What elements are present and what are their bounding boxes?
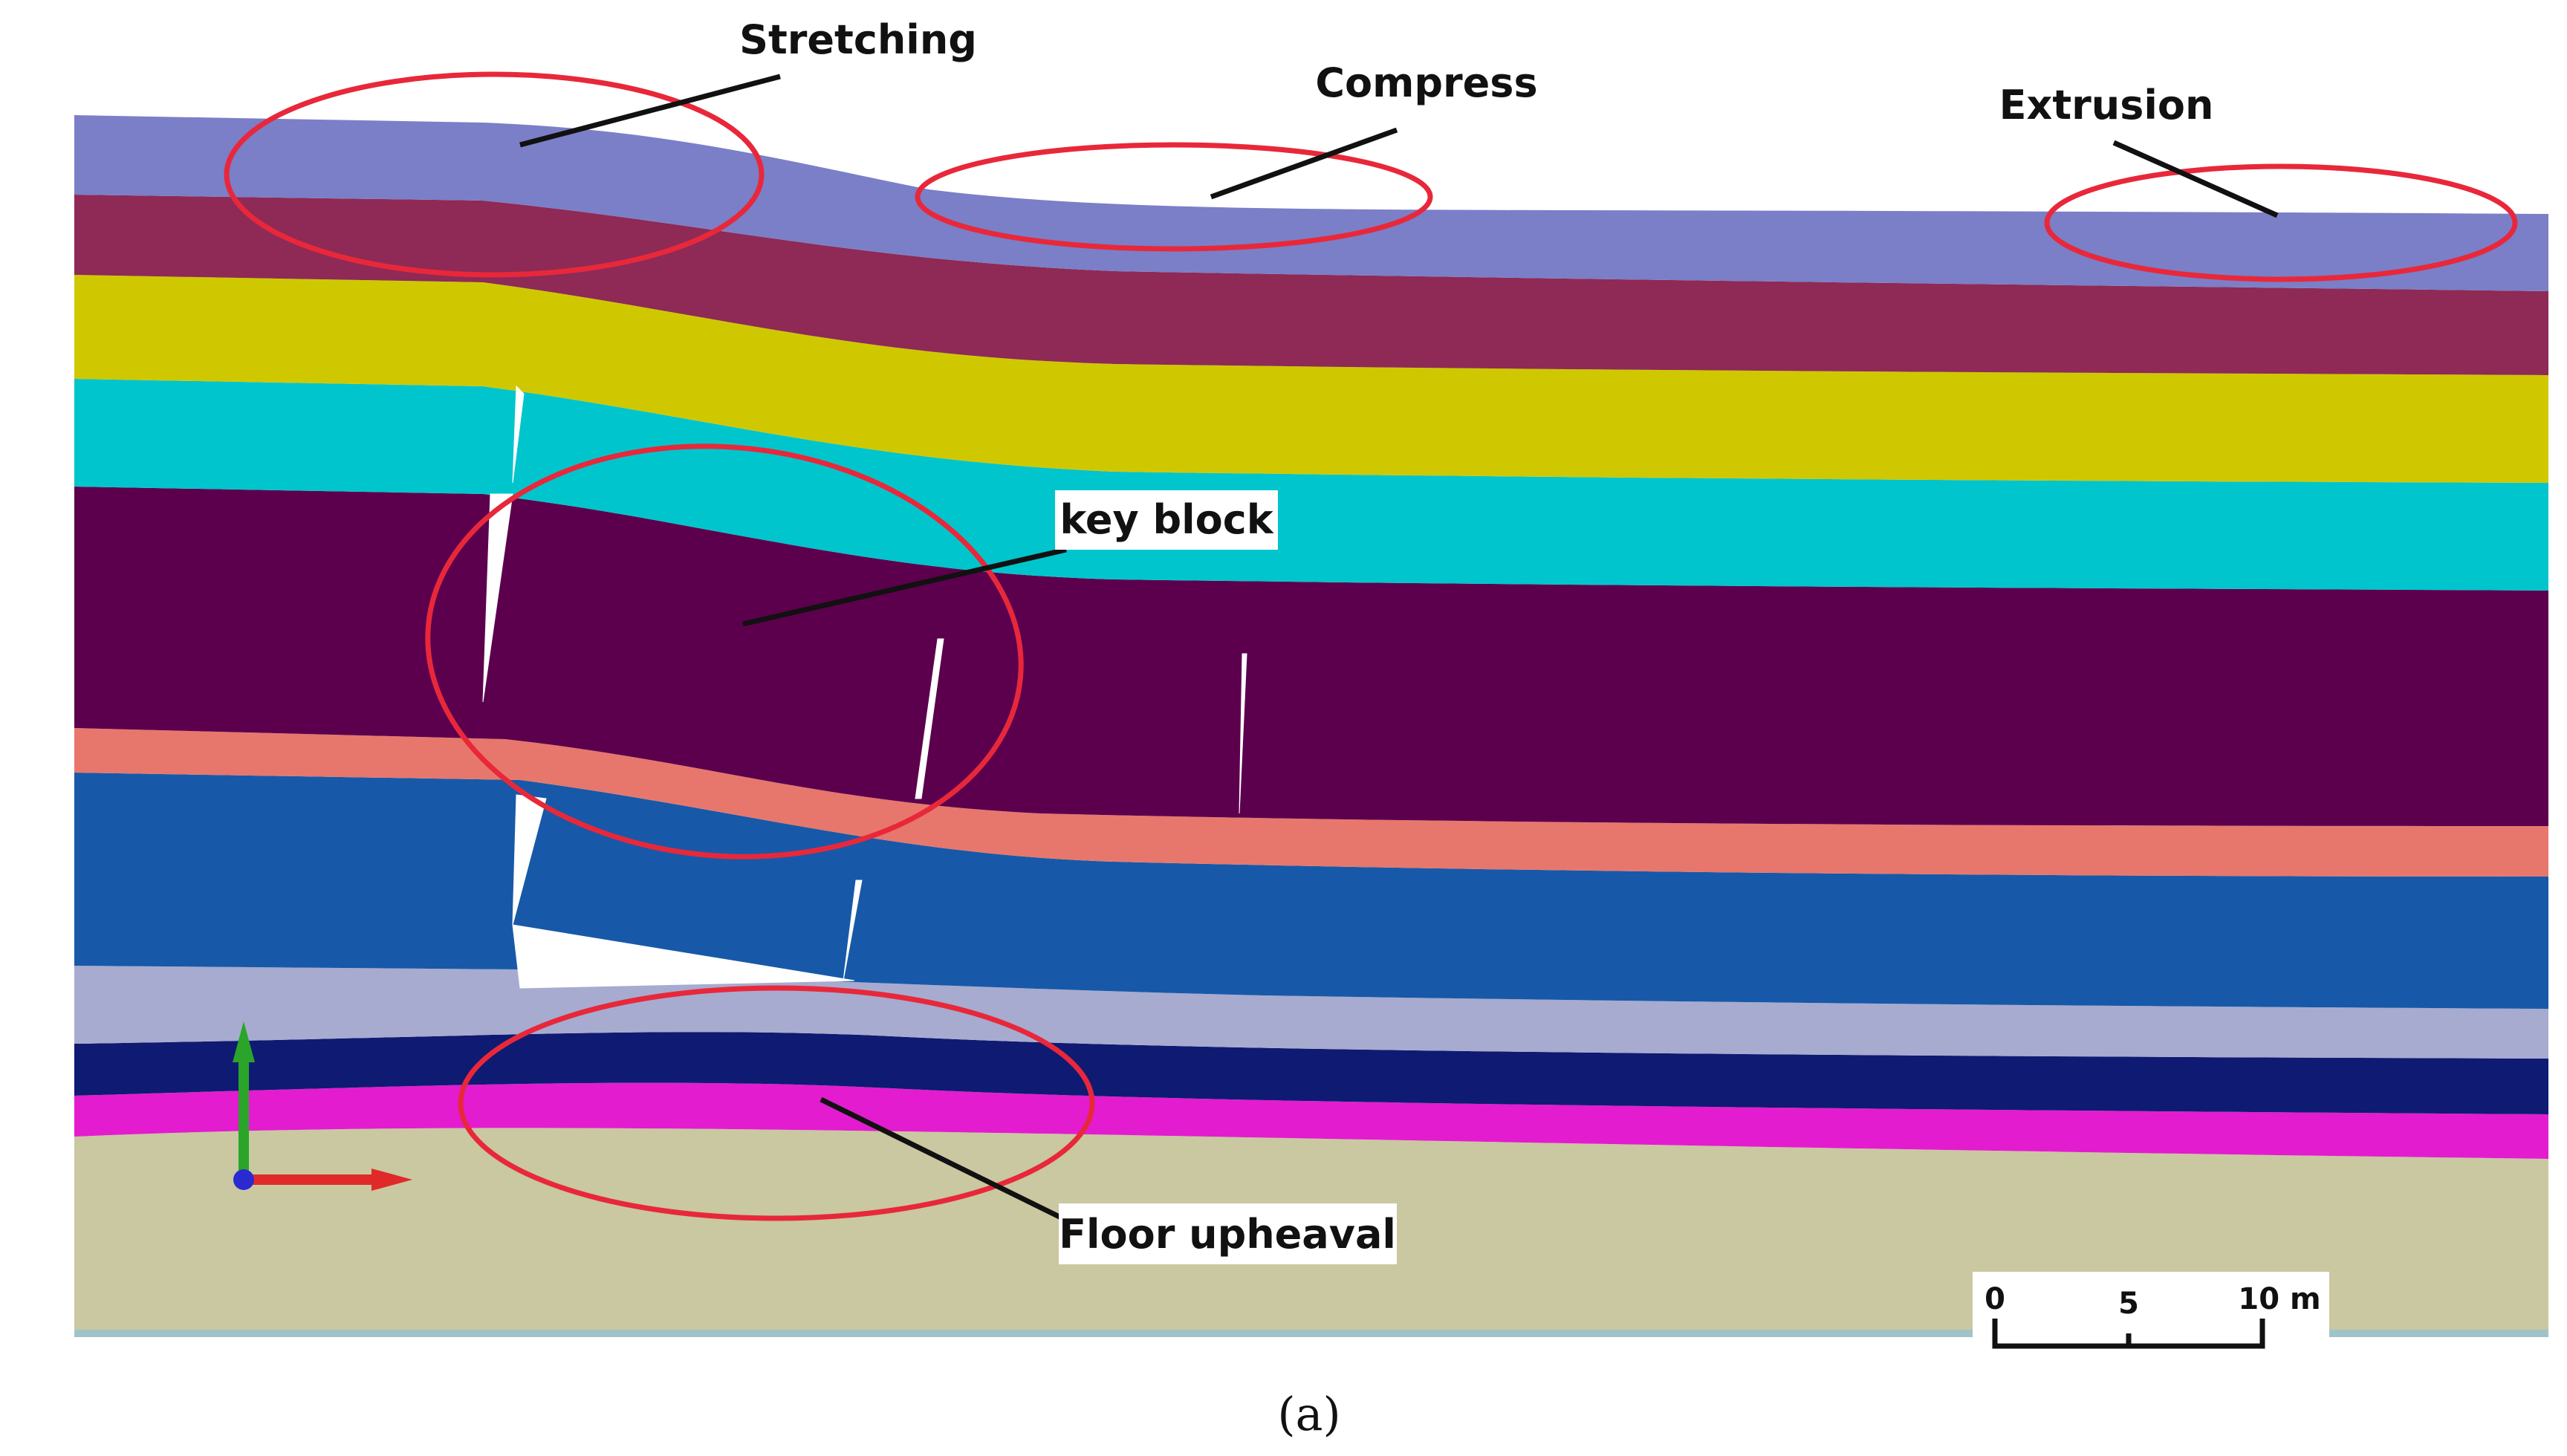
- extrusion-ellipse: [2044, 163, 2518, 282]
- layer-10: [74, 1082, 2548, 1159]
- scale-tick-10m: 10 m: [2238, 1282, 2320, 1316]
- floor-upheaval-label: Floor upheaval: [1059, 1211, 1396, 1258]
- layer-4: [74, 379, 2548, 591]
- compress-ellipse: [915, 142, 1433, 252]
- scale-bar-bg: [1973, 1272, 2329, 1350]
- layer-7: [74, 773, 2548, 1009]
- extrusion-label: Extrusion: [1999, 82, 2214, 129]
- bottom-band: [74, 1330, 2548, 1337]
- fracture-top-left: [512, 385, 525, 484]
- rock-layers: [74, 115, 2548, 1337]
- leader-lines: [519, 74, 2279, 1221]
- layer-1-top: [74, 115, 2548, 291]
- floor-upheaval-ellipse: [458, 985, 1095, 1221]
- layer-8: [74, 966, 2548, 1059]
- layer-3: [74, 275, 2548, 483]
- layer-6: [74, 728, 2548, 877]
- z-axis-dot: [233, 1169, 254, 1190]
- label-boxes: [1055, 490, 1397, 1264]
- scale-tick-0: 0: [1985, 1282, 2005, 1316]
- scale-tick-5: 5: [2118, 1287, 2139, 1321]
- key-block-label-bg: [1055, 490, 1278, 550]
- cavity-gap: [512, 924, 855, 989]
- fracture-key-block-right: [915, 638, 944, 799]
- annotation-labels: Stretching Compress Extrusion key block …: [739, 16, 2213, 1258]
- floor-upheaval-leader: [820, 1096, 1064, 1221]
- highlight-ellipses: [224, 71, 2518, 1221]
- axis-triad: [233, 1021, 412, 1191]
- stretching-label: Stretching: [739, 16, 977, 63]
- floor-upheaval-label-bg: [1059, 1203, 1397, 1264]
- scale-bar-line: [1992, 1319, 2265, 1349]
- y-axis-arrowhead: [233, 1021, 255, 1062]
- fracture-lines: [482, 385, 1247, 989]
- stretching-ellipse: [224, 71, 765, 278]
- scale-bar: 0 5 10 m: [1973, 1272, 2329, 1350]
- compress-label: Compress: [1315, 59, 1537, 106]
- layer-9: [74, 1032, 2548, 1114]
- fracture-right: [1239, 653, 1247, 814]
- key-block-label: key block: [1059, 496, 1273, 543]
- stretching-leader: [519, 74, 781, 148]
- figure-caption: (a): [1277, 1387, 1340, 1441]
- x-axis-arrowhead: [371, 1169, 412, 1191]
- fracture-lower-mid: [843, 880, 863, 981]
- compress-leader: [1210, 127, 1398, 200]
- fracture-key-block-left: [482, 493, 513, 703]
- layer-5: [74, 487, 2548, 826]
- extrusion-leader: [2112, 140, 2279, 218]
- key-block-leader: [742, 547, 1067, 627]
- key-block-ellipse: [425, 443, 1024, 859]
